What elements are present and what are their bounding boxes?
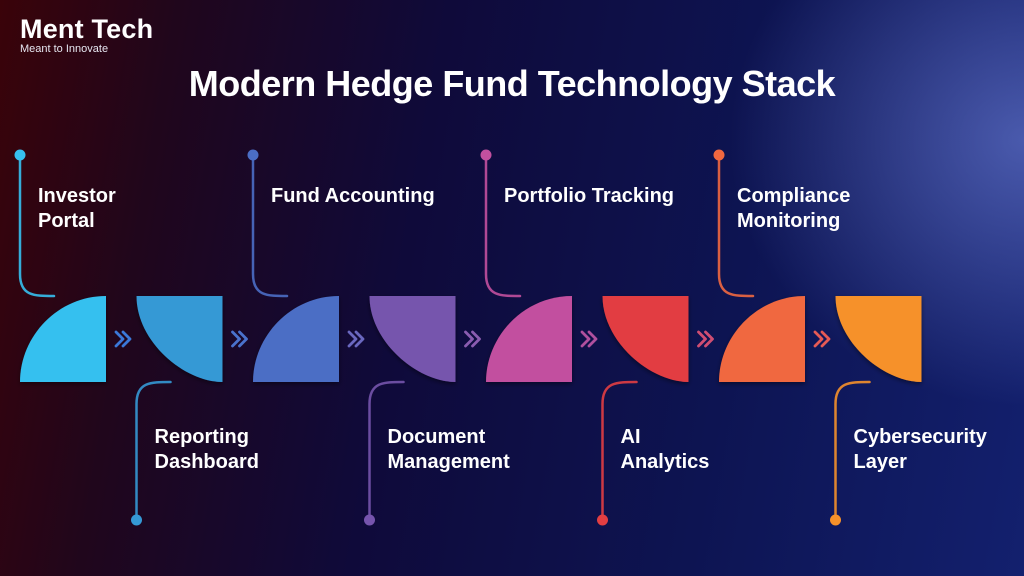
step-shape — [369, 296, 456, 382]
step-label: AI Analytics — [620, 426, 710, 473]
chevron-arrow-icon — [231, 330, 248, 348]
connector-dot — [247, 149, 259, 161]
step-1 — [14, 149, 106, 382]
chevron-arrow-icon — [813, 330, 831, 348]
connector-dot — [830, 514, 841, 526]
connector-line — [484, 153, 522, 298]
step-6 — [597, 296, 689, 526]
connector-dot — [597, 514, 608, 526]
brand-tagline: Meant to Innovate — [20, 43, 109, 55]
step-label: Compliance Monitoring — [737, 185, 851, 232]
step-label: Investor Portal — [38, 185, 116, 232]
step-5 — [480, 149, 572, 382]
step-shape — [602, 296, 689, 382]
step-label: Fund Accounting — [271, 185, 435, 207]
step-shape — [20, 296, 106, 382]
step-label: Portfolio Tracking — [504, 185, 675, 207]
connector-line — [18, 153, 56, 298]
connector-line — [717, 153, 755, 298]
connector-line — [601, 380, 638, 522]
connector-dot — [131, 514, 142, 526]
step-3 — [247, 149, 339, 382]
step-label: Cybersecurity Layer — [853, 426, 987, 473]
step-2 — [131, 296, 223, 526]
connector-line — [251, 153, 289, 298]
step-shape — [835, 296, 922, 382]
connector-line — [135, 380, 172, 522]
step-8 — [830, 296, 922, 526]
chevron-arrow-icon — [697, 330, 714, 348]
connector-dot — [480, 149, 492, 161]
connector-line — [834, 380, 871, 522]
step-label: Reporting Dashboard — [154, 426, 259, 473]
chevron-arrow-icon — [114, 330, 132, 348]
connector-dot — [14, 149, 26, 161]
chevron-arrow-icon — [347, 330, 365, 348]
step-shape — [486, 296, 572, 382]
page-title: Modern Hedge Fund Technology Stack — [188, 63, 836, 104]
brand-logo: Ment Tech Meant to Innovate — [20, 14, 153, 55]
step-label: Document Management — [387, 426, 510, 473]
step-shape — [253, 296, 339, 382]
connector-line — [368, 380, 405, 522]
step-4 — [364, 296, 456, 526]
connector-dot — [364, 514, 375, 526]
chevron-arrow-icon — [464, 330, 481, 348]
connector-dot — [713, 149, 725, 161]
step-7 — [713, 149, 805, 382]
chevron-arrow-icon — [580, 330, 598, 348]
brand-name: Ment Tech — [20, 14, 154, 44]
step-shape — [719, 296, 805, 382]
step-shape — [136, 296, 223, 382]
